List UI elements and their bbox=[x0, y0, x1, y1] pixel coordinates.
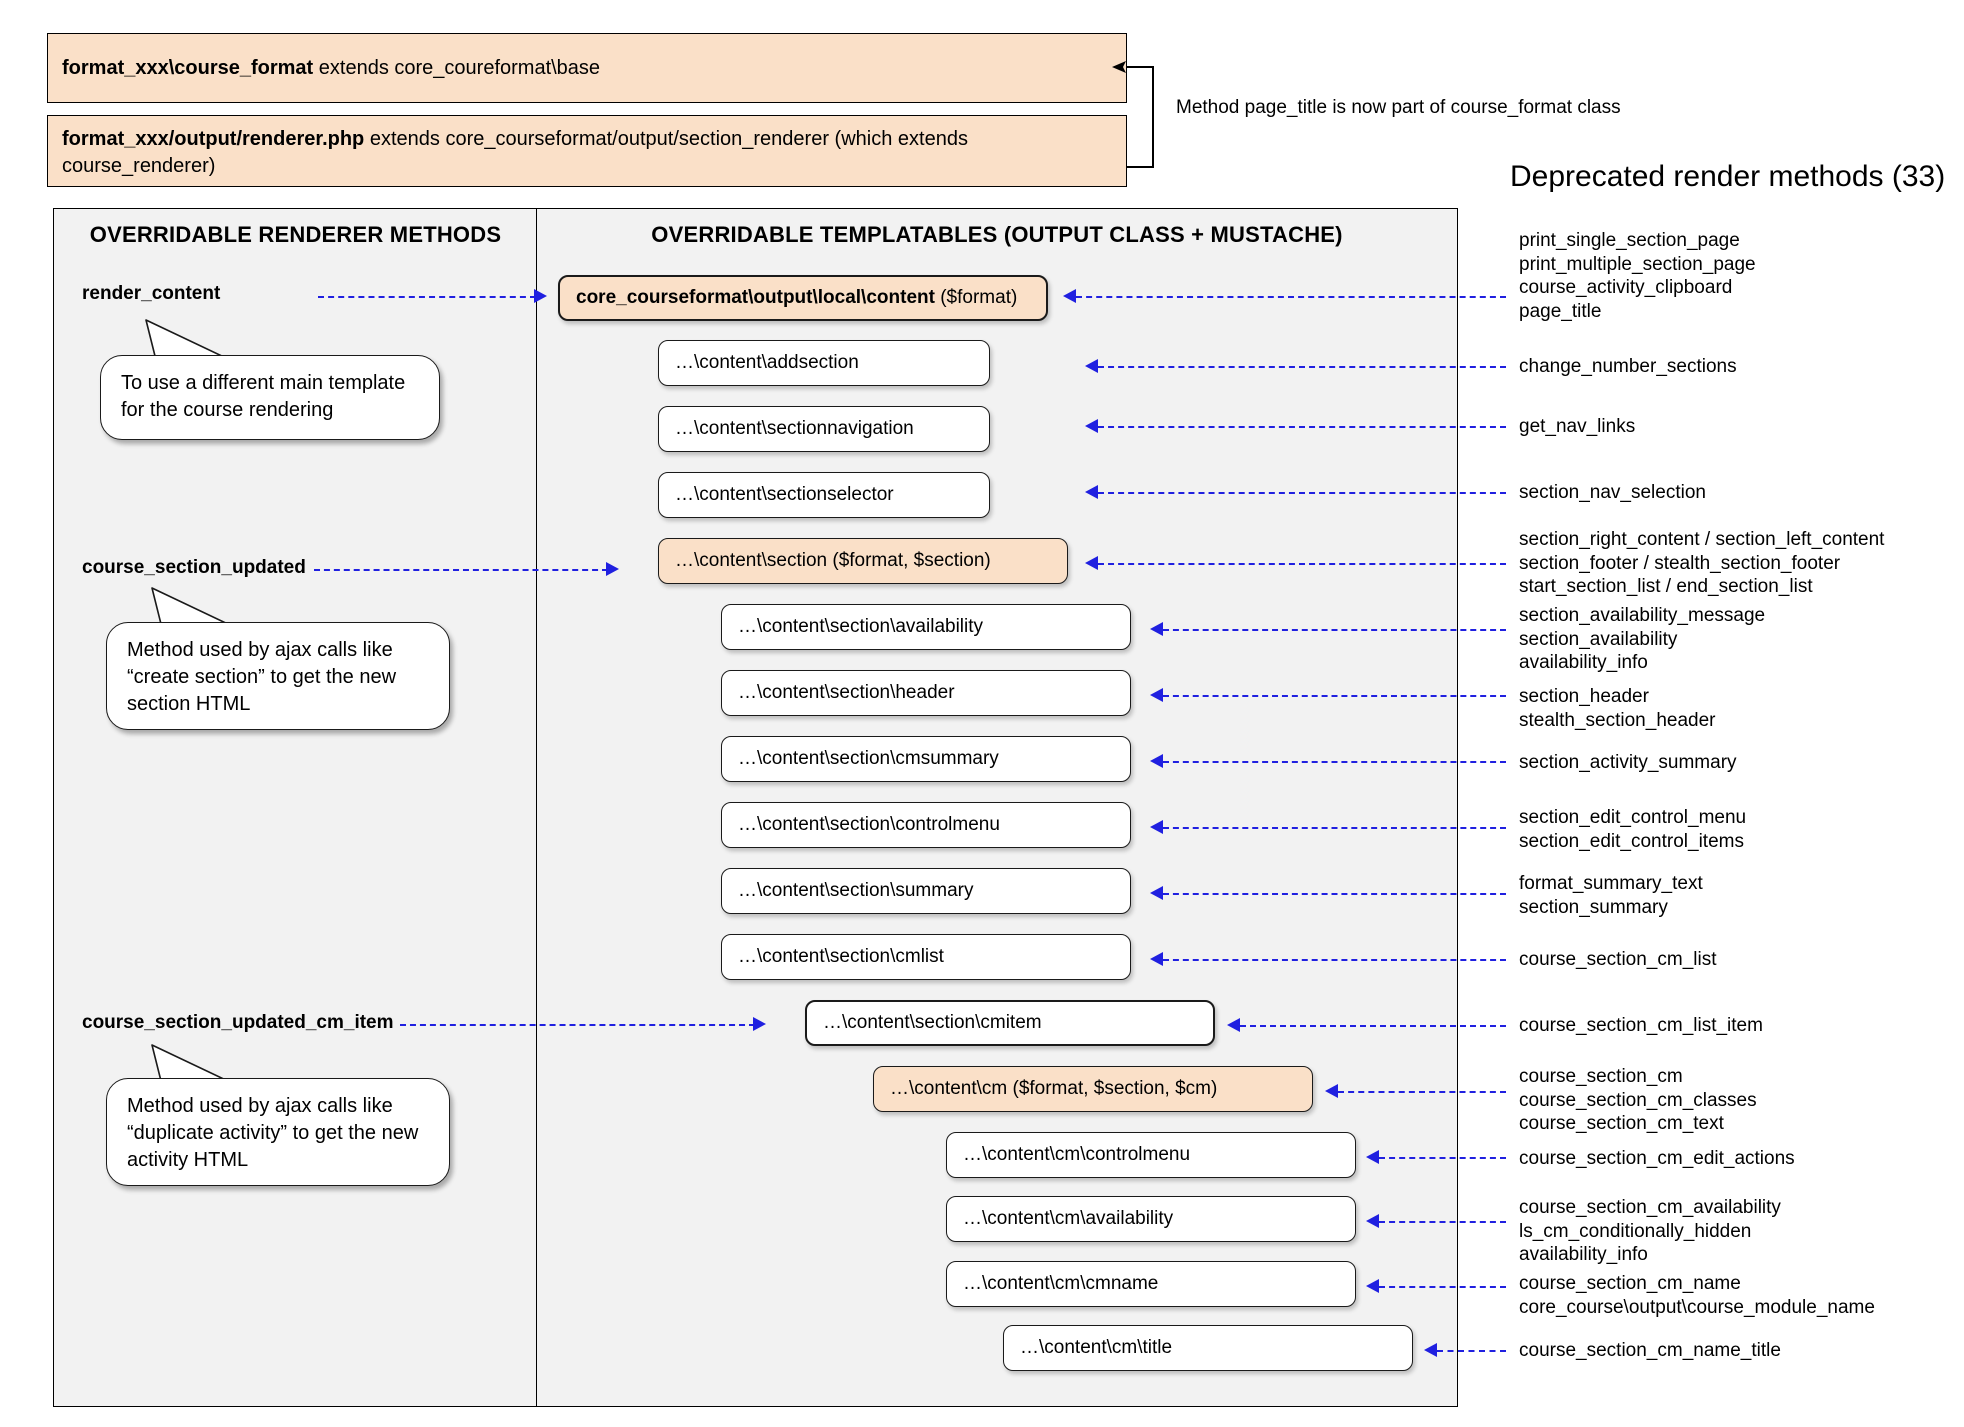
deprecated-group-7: section_header stealth_section_header bbox=[1519, 686, 1716, 731]
deprecated-group-14: course_section_cm_edit_actions bbox=[1519, 1148, 1795, 1169]
callout-course-section-updated: Method used by ajax calls like “create s… bbox=[106, 622, 450, 730]
connector-deprecated-3-arrow-icon bbox=[1085, 419, 1098, 433]
connector-render-content bbox=[318, 296, 536, 298]
deprecated-group-16: course_section_cm_name core_course\outpu… bbox=[1519, 1273, 1875, 1318]
deprecated-group-11: course_section_cm_list bbox=[1519, 949, 1717, 970]
templatable-box-section[interactable]: …\content\section ($format, $section) bbox=[658, 538, 1068, 584]
connector-deprecated-15-arrow-icon bbox=[1366, 1214, 1379, 1228]
deprecated-group-13: course_section_cm course_section_cm_clas… bbox=[1519, 1066, 1757, 1134]
method-label-course-section-updated-cm-item: course_section_updated_cm_item bbox=[82, 1012, 394, 1033]
connector-deprecated-8-arrow-icon bbox=[1150, 754, 1163, 768]
templatable-box-cm-availability[interactable]: …\content\cm\availability bbox=[946, 1196, 1356, 1242]
connector-deprecated-11 bbox=[1163, 959, 1506, 961]
connector-deprecated-3 bbox=[1098, 426, 1506, 428]
connector-deprecated-1-arrow-icon bbox=[1063, 289, 1076, 303]
templatable-box-section-availability[interactable]: …\content\section\availability bbox=[721, 604, 1131, 650]
connector-deprecated-13 bbox=[1338, 1091, 1506, 1093]
connector-course-section-updated-cm-item bbox=[400, 1024, 755, 1026]
deprecated-group-15: course_section_cm_availability ls_cm_con… bbox=[1519, 1197, 1781, 1265]
callout-course-section-updated-cm-item: Method used by ajax calls like “duplicat… bbox=[106, 1078, 450, 1186]
left-panel-title: OVERRIDABLE RENDERER METHODS bbox=[89, 222, 502, 247]
connector-deprecated-16 bbox=[1379, 1286, 1506, 1288]
deprecated-render-methods-title: Deprecated render methods (33) bbox=[1510, 160, 1946, 193]
renderer-file-box: format_xxx/output/renderer.php extends c… bbox=[47, 115, 1127, 187]
deprecated-group-5: section_right_content / section_left_con… bbox=[1519, 529, 1885, 597]
deprecated-group-10: format_summary_text section_summary bbox=[1519, 873, 1703, 918]
templatable-box-addsection[interactable]: …\content\addsection bbox=[658, 340, 990, 386]
connector-deprecated-14-arrow-icon bbox=[1366, 1150, 1379, 1164]
connector-deprecated-1 bbox=[1076, 296, 1506, 298]
templatable-box-cm-title[interactable]: …\content\cm\title bbox=[1003, 1325, 1413, 1371]
class-format-box-rest: extends core_coureformat\base bbox=[313, 56, 601, 79]
bracket-arrow-icon bbox=[1112, 61, 1126, 73]
class-format-box: format_xxx\course_format extends core_co… bbox=[47, 33, 1127, 103]
deprecated-group-1: print_single_section_page print_multiple… bbox=[1519, 230, 1756, 322]
templatable-box-cm-controlmenu[interactable]: …\content\cm\controlmenu bbox=[946, 1132, 1356, 1178]
connector-deprecated-9-arrow-icon bbox=[1150, 820, 1163, 834]
templatable-box-section-cmsummary[interactable]: …\content\section\cmsummary bbox=[721, 736, 1131, 782]
templatable-box-section-cmitem[interactable]: …\content\section\cmitem bbox=[805, 1000, 1215, 1046]
method-label-course-section-updated: course_section_updated bbox=[82, 557, 306, 578]
templatable-box-section-header[interactable]: …\content\section\header bbox=[721, 670, 1131, 716]
templatable-box-content-bold: core_courseformat\output\local\content bbox=[576, 287, 935, 308]
page-title-note: Method page_title is now part of course_… bbox=[1176, 97, 1621, 118]
deprecated-group-17: course_section_cm_name_title bbox=[1519, 1340, 1781, 1361]
connector-deprecated-11-arrow-icon bbox=[1150, 952, 1163, 966]
connector-deprecated-16-arrow-icon bbox=[1366, 1279, 1379, 1293]
connector-deprecated-4-arrow-icon bbox=[1085, 485, 1098, 499]
deprecated-group-8: section_activity_summary bbox=[1519, 752, 1737, 773]
templatable-box-sectionselector[interactable]: …\content\sectionselector bbox=[658, 472, 990, 518]
connector-deprecated-2-arrow-icon bbox=[1085, 359, 1098, 373]
connector-deprecated-9 bbox=[1163, 827, 1506, 829]
connector-deprecated-15 bbox=[1379, 1221, 1506, 1223]
connector-render-content-arrow-icon bbox=[534, 289, 547, 303]
connector-course-section-updated-arrow-icon bbox=[606, 562, 619, 576]
deprecated-group-3: get_nav_links bbox=[1519, 416, 1636, 437]
templatable-box-section-summary[interactable]: …\content\section\summary bbox=[721, 868, 1131, 914]
connector-deprecated-4 bbox=[1098, 492, 1506, 494]
connector-course-section-updated-cm-item-arrow-icon bbox=[753, 1017, 766, 1031]
callout-render-content: To use a different main template for the… bbox=[100, 355, 440, 440]
header-bracket bbox=[1127, 66, 1154, 168]
connector-deprecated-8 bbox=[1163, 761, 1506, 763]
connector-course-section-updated bbox=[314, 569, 608, 571]
templatable-box-content-rest: ($format) bbox=[934, 287, 1018, 308]
deprecated-group-2: change_number_sections bbox=[1519, 356, 1737, 377]
center-panel-title: OVERRIDABLE TEMPLATABLES (OUTPUT CLASS +… bbox=[651, 222, 1343, 247]
connector-deprecated-6 bbox=[1163, 629, 1506, 631]
templatable-box-section-cmlist[interactable]: …\content\section\cmlist bbox=[721, 934, 1131, 980]
connector-deprecated-7 bbox=[1163, 695, 1506, 697]
connector-deprecated-5-arrow-icon bbox=[1085, 556, 1098, 570]
deprecated-group-6: section_availability_message section_ava… bbox=[1519, 605, 1766, 673]
connector-deprecated-5 bbox=[1098, 563, 1506, 565]
deprecated-group-12: course_section_cm_list_item bbox=[1519, 1015, 1763, 1036]
templatable-box-sectionnavigation[interactable]: …\content\sectionnavigation bbox=[658, 406, 990, 452]
connector-deprecated-7-arrow-icon bbox=[1150, 688, 1163, 702]
connector-deprecated-10 bbox=[1163, 893, 1506, 895]
connector-deprecated-17-arrow-icon bbox=[1424, 1343, 1437, 1357]
connector-deprecated-13-arrow-icon bbox=[1325, 1084, 1338, 1098]
connector-deprecated-12-arrow-icon bbox=[1227, 1018, 1240, 1032]
deprecated-group-9: section_edit_control_menu section_edit_c… bbox=[1519, 807, 1747, 852]
connector-deprecated-6-arrow-icon bbox=[1150, 622, 1163, 636]
connector-deprecated-2 bbox=[1098, 366, 1506, 368]
connector-deprecated-10-arrow-icon bbox=[1150, 886, 1163, 900]
renderer-file-box-bold: format_xxx/output/renderer.php bbox=[62, 128, 365, 150]
renderer-file-box-rest: extends core_courseformat/output/section… bbox=[62, 128, 968, 177]
connector-deprecated-17 bbox=[1437, 1350, 1506, 1352]
connector-deprecated-12 bbox=[1240, 1025, 1506, 1027]
connector-deprecated-14 bbox=[1379, 1157, 1506, 1159]
deprecated-group-4: section_nav_selection bbox=[1519, 482, 1706, 503]
templatable-box-cm-cmname[interactable]: …\content\cm\cmname bbox=[946, 1261, 1356, 1307]
templatable-box-cm[interactable]: …\content\cm ($format, $section, $cm) bbox=[873, 1066, 1313, 1112]
method-label-render-content: render_content bbox=[82, 283, 221, 304]
class-format-box-bold: format_xxx\course_format bbox=[62, 56, 314, 79]
templatable-box-section-controlmenu[interactable]: …\content\section\controlmenu bbox=[721, 802, 1131, 848]
templatable-box-content[interactable]: core_courseformat\output\local\content (… bbox=[558, 275, 1048, 321]
